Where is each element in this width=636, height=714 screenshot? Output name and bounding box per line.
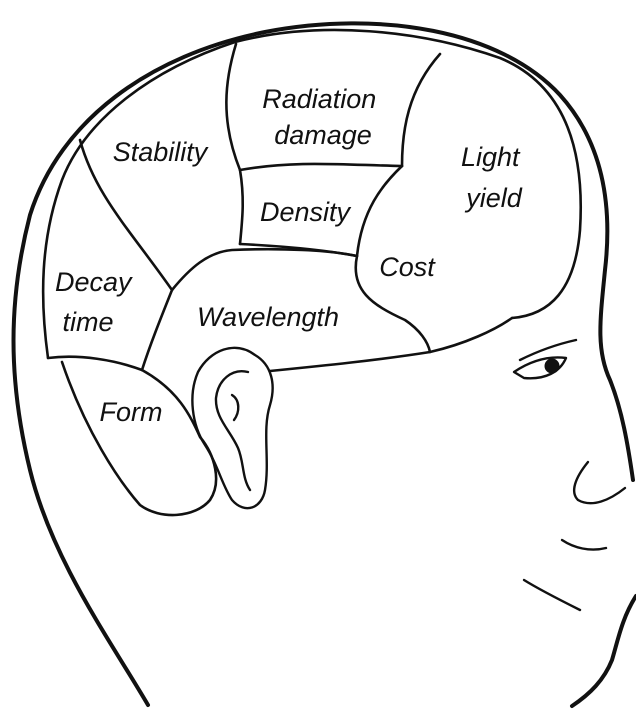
ear [192, 348, 272, 508]
label-stability: Stability [113, 137, 209, 167]
label-decay-time: Decay time [55, 267, 139, 337]
label-decay-line1: Decay [55, 267, 133, 297]
label-light-line1: Light [461, 142, 521, 172]
label-light-yield: Light yield [461, 142, 527, 213]
label-wavelength: Wavelength [197, 302, 339, 332]
pupil [545, 359, 559, 373]
divider-decay-wavelength [142, 290, 172, 370]
nose [574, 462, 625, 503]
ear-inner [216, 371, 250, 490]
jaw-line [524, 580, 580, 610]
eye [514, 340, 576, 378]
chin-outline [572, 596, 636, 706]
divider-radiation-density [240, 164, 402, 170]
label-light-line2: yield [464, 183, 523, 213]
label-radiation-line1: Radiation [262, 84, 376, 114]
divider-stability-density [240, 170, 243, 244]
divider-density-cost [357, 166, 402, 256]
label-radiation-line2: damage [274, 120, 372, 150]
mouth [562, 540, 606, 550]
region-labels: Radiation damage Stability Light yield D… [55, 84, 527, 427]
label-form: Form [100, 397, 163, 427]
label-density: Density [260, 197, 352, 227]
divider-stability-radiation [226, 44, 240, 170]
divider-wavelength-top [172, 249, 357, 290]
divider-radiation-light [402, 54, 440, 166]
label-decay-line2: time [62, 307, 113, 337]
label-cost: Cost [379, 252, 436, 282]
ear-detail [232, 395, 238, 420]
label-radiation-damage: Radiation damage [262, 84, 384, 150]
